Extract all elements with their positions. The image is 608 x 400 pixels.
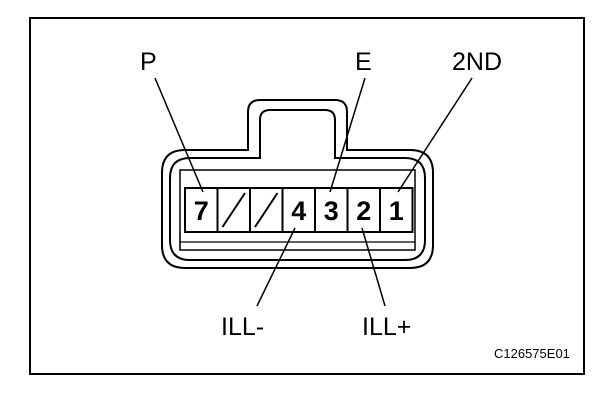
pin-number: 4 bbox=[291, 196, 306, 226]
empty-pin-slash bbox=[254, 192, 279, 228]
pin-cell-7 bbox=[379, 187, 414, 233]
leader-line-ill-plus bbox=[361, 227, 386, 307]
label-ill-plus: ILL+ bbox=[362, 313, 411, 341]
empty-pin-slash bbox=[221, 192, 246, 228]
label-e: E bbox=[355, 48, 372, 76]
pin-number: 2 bbox=[356, 196, 371, 226]
label-ill-minus: ILL- bbox=[221, 313, 264, 341]
leader-line-2nd bbox=[397, 77, 473, 193]
connector-housing-outer bbox=[161, 99, 434, 269]
leader-line-e bbox=[329, 77, 366, 193]
leader-line-ill-minus bbox=[256, 227, 296, 307]
leader-line-p bbox=[154, 77, 204, 193]
pin-number: 1 bbox=[389, 196, 404, 226]
connector-housing-inner bbox=[169, 109, 426, 261]
pin-area-ledge bbox=[179, 232, 415, 250]
pin-number: 3 bbox=[324, 196, 339, 226]
label-2nd: 2ND bbox=[452, 48, 502, 76]
label-p: P bbox=[140, 48, 157, 76]
pin-number: 7 bbox=[194, 196, 209, 226]
figure-frame bbox=[29, 17, 585, 375]
figure-code: C126575E01 bbox=[494, 346, 570, 361]
